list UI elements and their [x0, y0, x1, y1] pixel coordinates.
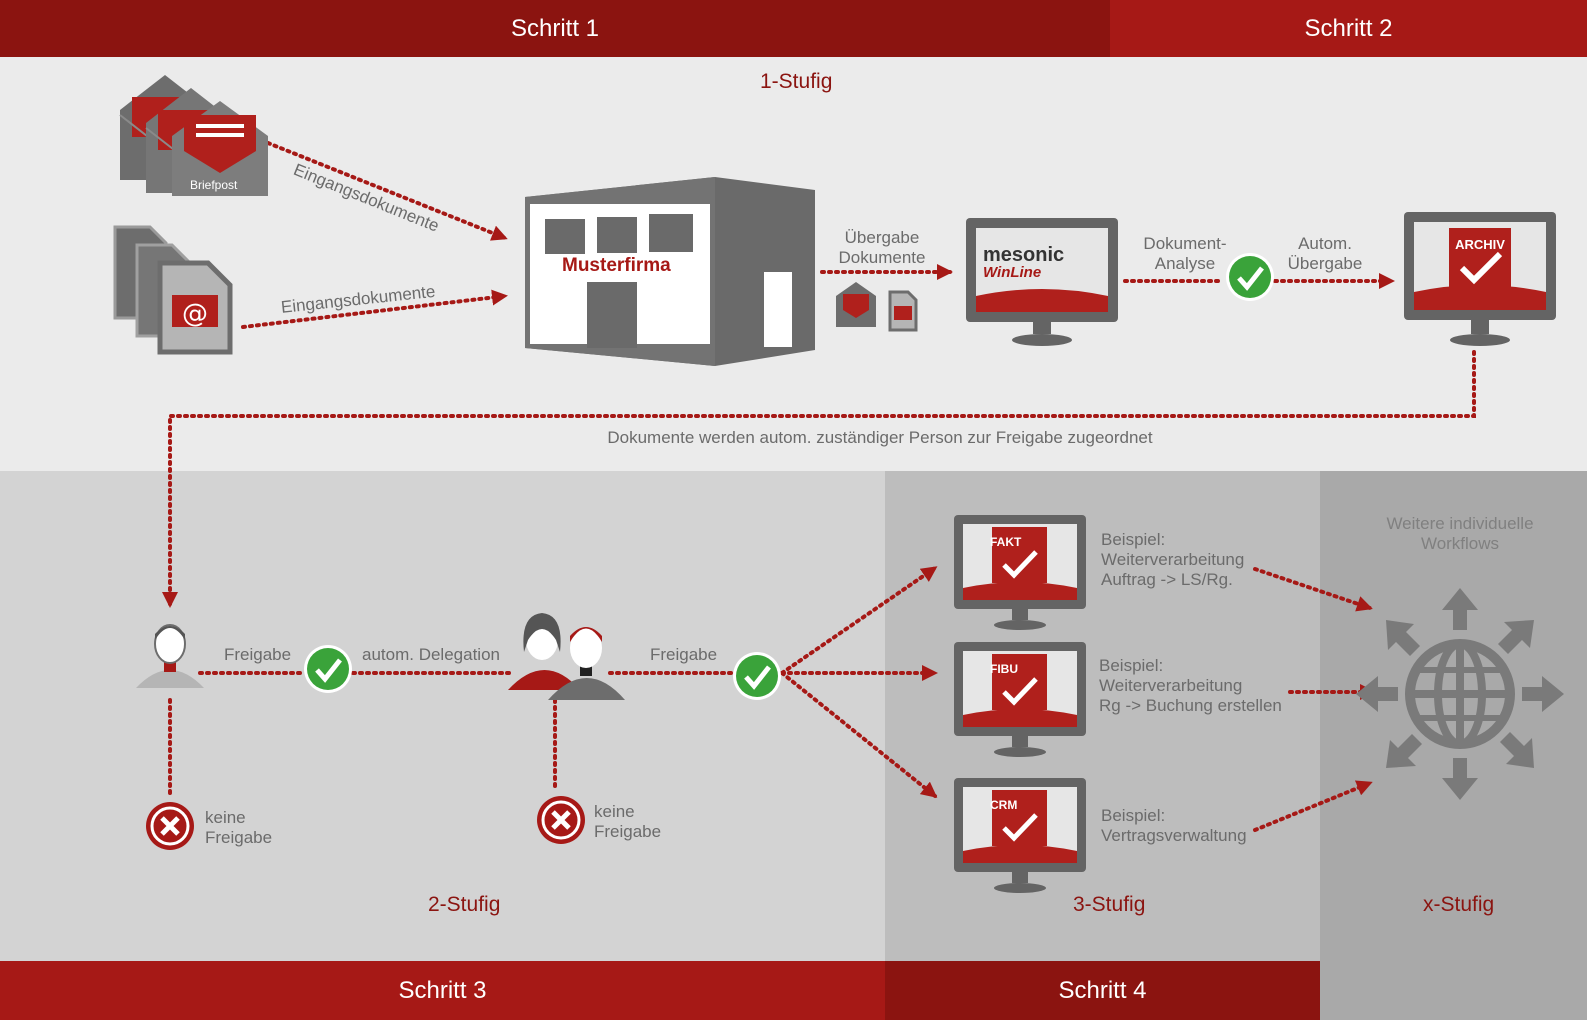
crm-to-further-arrow [1253, 780, 1373, 832]
auto-transfer-line1: Autom. [1298, 234, 1352, 253]
further-line1: Weitere individuelle [1386, 514, 1534, 533]
delegation-label: autom. Delegation [362, 645, 500, 664]
stage-x-label: x-Stufig [1423, 893, 1495, 916]
reject-icon-2 [537, 796, 585, 844]
release1-label: Freigabe [224, 645, 292, 664]
step2-label: Schritt 2 [1304, 14, 1393, 42]
assign-text: Dokumente werden autom. zuständiger Pers… [607, 428, 1153, 447]
fibu-desc-line2: Weiterverarbeitung [1099, 676, 1243, 695]
analysis-line2: Analyse [1154, 254, 1216, 273]
fakt-badge-label: FAKT [990, 535, 1022, 549]
stage-3-label: 3-Stufig [1073, 893, 1146, 916]
mail-to-company-arrow [266, 141, 508, 241]
reject2-line1: keine [594, 802, 635, 821]
check-circle-icon-analysis [1226, 253, 1274, 301]
auto-transfer-label: Autom. Übergabe [1270, 234, 1380, 274]
crm-monitor-icon [954, 778, 1086, 893]
reject1-line1: keine [205, 808, 246, 827]
person-icon [136, 624, 204, 688]
handover-label: Übergabe Dokumente [822, 228, 942, 268]
archiv-badge-label: ARCHIV [1455, 237, 1505, 252]
fibu-description: Beispiel: Weiterverarbeitung Rg -> Buchu… [1099, 656, 1282, 716]
fakt-desc-line1: Beispiel: [1101, 530, 1166, 549]
step3-footer: Schritt 3 [0, 961, 885, 1020]
company-name: Musterfirma [562, 255, 671, 276]
fakt-desc-line3: Auftrag -> LS/Rg. [1101, 570, 1233, 589]
step4-label: Schritt 4 [1058, 976, 1147, 1004]
winline-text: WinLine [983, 264, 1042, 281]
svg-text:@: @ [182, 299, 208, 329]
release2-label: Freigabe [650, 645, 718, 664]
step1-label: Schritt 1 [510, 14, 600, 42]
check-circle-icon-release2 [733, 652, 781, 700]
fakt-description: Beispiel: Weiterverarbeitung Auftrag -> … [1101, 530, 1244, 590]
check-circle-icon-release1 [304, 645, 352, 693]
mesonic-logo: mesonic WinLine [983, 244, 1065, 282]
fibu-desc-line3: Rg -> Buchung erstellen [1099, 696, 1282, 715]
to-fakt-arrow [780, 566, 938, 675]
crm-desc-line1: Beispiel: [1101, 806, 1166, 825]
step3-label: Schritt 3 [398, 976, 487, 1004]
analysis-line1: Dokument- [1143, 234, 1227, 253]
to-crm-arrow [780, 671, 938, 798]
fibu-monitor-icon [954, 642, 1086, 757]
email-to-company-arrow [241, 289, 508, 329]
briefpost-label: Briefpost [190, 178, 238, 192]
group-icon [508, 613, 625, 700]
reject2-label: keine Freigabe [594, 802, 661, 842]
globe-arrows-icon [1356, 588, 1564, 800]
reject-icon-1 [146, 802, 194, 850]
step1-header: Schritt 1 [0, 0, 1110, 57]
reject1-label: keine Freigabe [205, 808, 272, 848]
mesonic-text: mesonic [983, 244, 1065, 266]
stage-1-label: 1-Stufig [760, 70, 833, 93]
fibu-desc-line1: Beispiel: [1099, 656, 1164, 675]
auto-transfer-line2: Übergabe [1287, 254, 1363, 273]
fakt-to-further-arrow [1253, 567, 1373, 612]
email-documents-icon: @ [113, 225, 233, 355]
reject2-line2: Freigabe [594, 822, 662, 841]
envelope-stack-icon [119, 75, 268, 196]
crm-badge-label: CRM [990, 798, 1018, 812]
further-line2: Workflows [1420, 534, 1500, 553]
company-building-icon [525, 177, 815, 366]
handover-line2: Dokumente [838, 248, 926, 267]
fibu-badge-label: FIBU [990, 662, 1018, 676]
analysis-label: Dokument- Analyse [1130, 234, 1240, 274]
mesonic-monitor-icon [966, 218, 1118, 346]
fakt-desc-line2: Weiterverarbeitung [1101, 550, 1245, 569]
crm-description: Beispiel: Vertragsverwaltung [1101, 806, 1247, 846]
step4-footer: Schritt 4 [885, 961, 1320, 1020]
fakt-monitor-icon [954, 515, 1086, 630]
further-workflows-label: Weitere individuelle Workflows [1360, 514, 1560, 554]
crm-desc-line2: Vertragsverwaltung [1101, 826, 1247, 845]
assign-arrow [162, 350, 1476, 608]
handover-line1: Übergabe [844, 228, 920, 247]
step3-section-bg [0, 471, 885, 961]
archiv-monitor-icon [1404, 212, 1556, 346]
step2-header: Schritt 2 [1110, 0, 1587, 57]
stage-2-label: 2-Stufig [428, 893, 501, 916]
reject1-line2: Freigabe [205, 828, 273, 847]
small-mail-icons [836, 282, 918, 332]
